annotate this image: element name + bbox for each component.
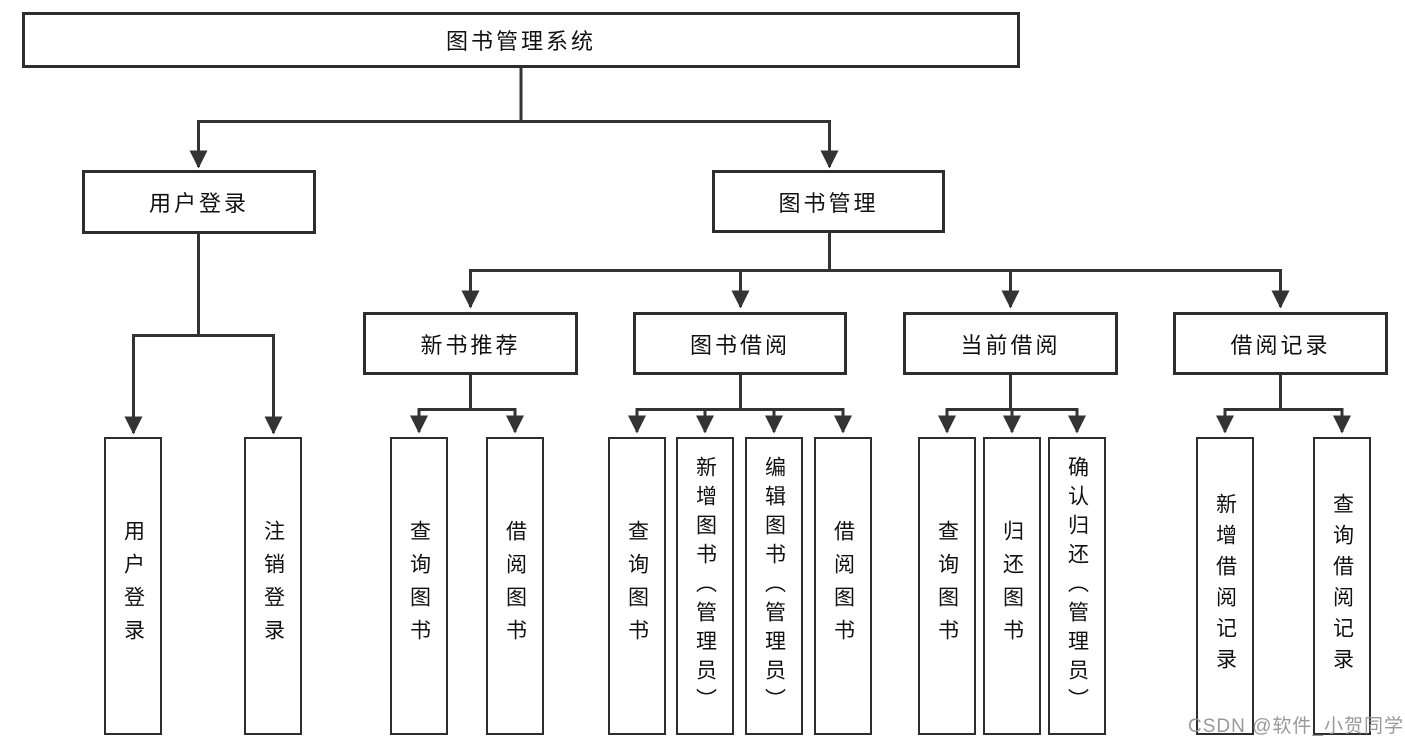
leaf-label: 归还图书 [1000,520,1024,652]
node-label: 借阅记录 [1230,332,1331,358]
leaf-label: 用户登录 [121,520,145,652]
node-borrow-records: 借阅记录 [1173,312,1388,375]
leaf-label: 查询图书 [625,520,649,652]
leaf-confirm-return-admin: 确认归还（管理员） [1048,437,1106,735]
leaf-label: 借阅图书 [831,520,855,652]
leaf-query-books-current: 查询图书 [918,437,976,735]
node-label: 当前借阅 [960,332,1061,358]
leaf-user-login: 用户登录 [104,437,162,735]
leaf-add-books-admin: 新增图书（管理员） [676,437,734,735]
leaf-borrow-books: 借阅图书 [814,437,872,735]
node-book-borrowing: 图书借阅 [633,312,847,375]
node-label: 图书管理 [778,190,879,216]
leaf-return-books: 归还图书 [983,437,1041,735]
leaf-query-books-borrow: 查询图书 [608,437,666,735]
leaf-query-books-recommend: 查询图书 [390,437,448,735]
node-label: 新书推荐 [420,332,521,358]
node-label: 用户登录 [148,191,249,216]
leaf-label: 新增借阅记录 [1213,493,1237,679]
leaf-label: 编辑图书（管理员） [762,455,786,717]
node-user-login: 用户登录 [82,170,316,234]
node-book-management: 图书管理 [712,170,945,233]
node-new-book-recommend: 新书推荐 [363,312,578,375]
leaf-label: 借阅图书 [503,520,527,652]
leaf-label: 注销登录 [261,520,285,652]
leaf-label: 查询借阅记录 [1330,493,1354,679]
node-current-borrowing: 当前借阅 [903,312,1118,375]
leaf-label: 查询图书 [935,520,959,652]
node-label: 图书管理系统 [445,29,596,54]
leaf-add-borrow-record: 新增借阅记录 [1196,437,1254,735]
leaf-query-borrow-record: 查询借阅记录 [1313,437,1371,735]
csdn-watermark: CSDN @软件_小贺同学 [1188,716,1404,737]
leaf-edit-books-admin: 编辑图书（管理员） [745,437,803,735]
leaf-label: 新增图书（管理员） [693,455,717,717]
node-root-library-system: 图书管理系统 [22,12,1020,68]
node-label: 图书借阅 [689,332,790,358]
leaf-label: 确认归还（管理员） [1065,455,1089,717]
leaf-logout: 注销登录 [244,437,302,735]
leaf-label: 查询图书 [407,520,431,652]
leaf-borrow-books-recommend: 借阅图书 [486,437,544,735]
